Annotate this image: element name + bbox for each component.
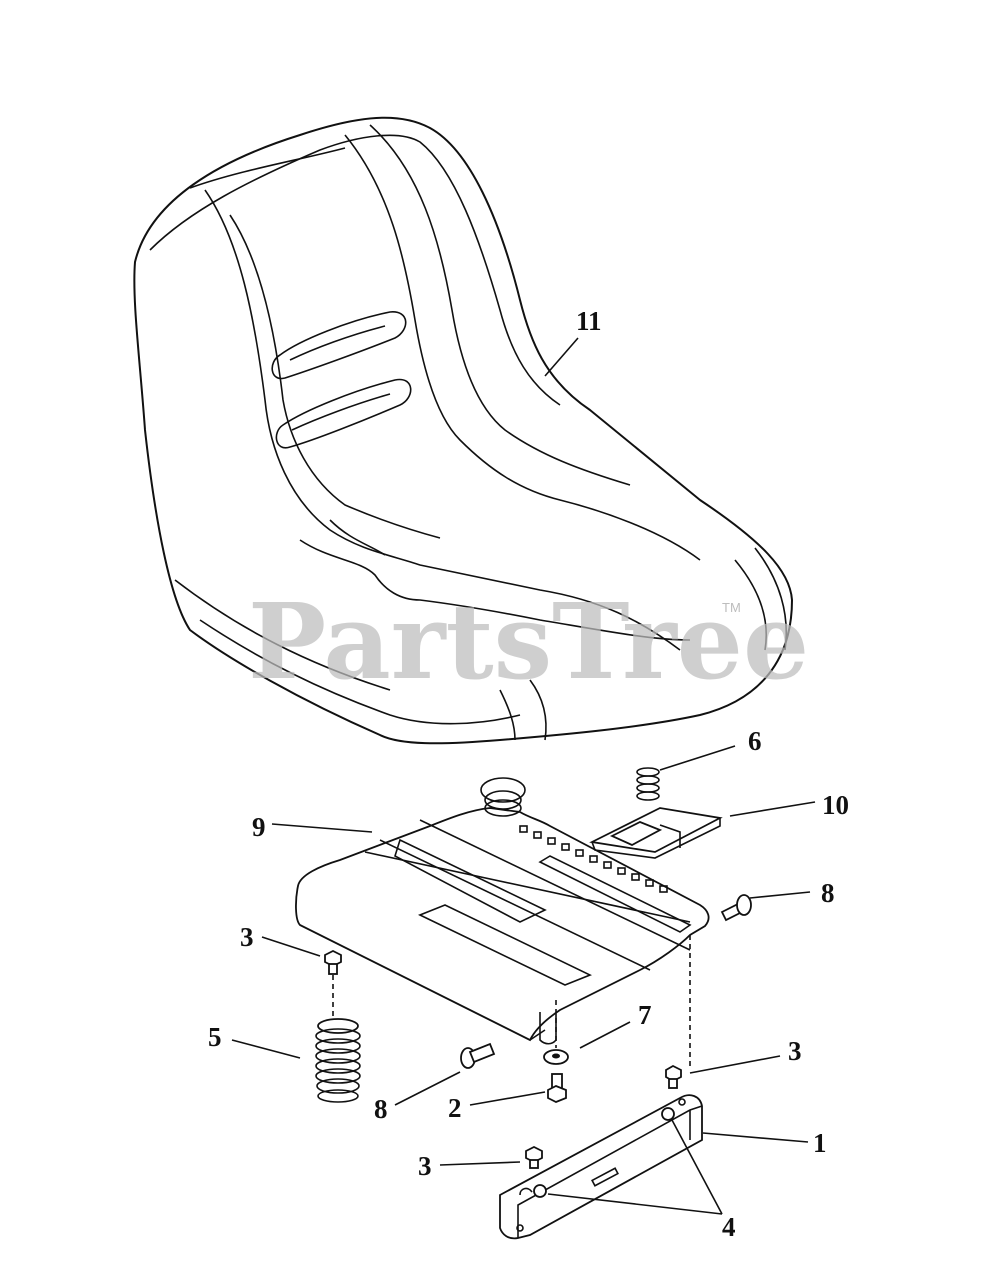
- assembly-center-lines: [332, 935, 691, 1066]
- shoulder-bolt-left[interactable]: [460, 1042, 496, 1069]
- callout-10: 10: [822, 790, 849, 820]
- callout-2: 2: [448, 1093, 462, 1123]
- latch-plate[interactable]: [589, 807, 723, 859]
- mounting-bracket[interactable]: [499, 1094, 703, 1240]
- seat[interactable]: [133, 116, 794, 745]
- callout-8-right: 8: [821, 878, 835, 908]
- callout-1: 1: [813, 1128, 827, 1158]
- callout-11: 11: [576, 306, 602, 336]
- washer[interactable]: [543, 1049, 569, 1065]
- hex-bolt-upper[interactable]: [324, 949, 342, 975]
- callout-4: 4: [722, 1212, 736, 1242]
- shoulder-bolt-right[interactable]: [720, 894, 752, 922]
- callout-7: 7: [638, 1000, 652, 1030]
- callout-8-left: 8: [374, 1094, 388, 1124]
- watermark: PartsTree TM: [248, 580, 809, 703]
- seat-pan[interactable]: [295, 777, 710, 1045]
- callout-6: 6: [748, 726, 762, 756]
- leader-lines: [231, 337, 816, 1215]
- hex-bolt-lower[interactable]: [525, 1145, 543, 1169]
- bolt-2[interactable]: [547, 1073, 567, 1103]
- adjustment-slots: [519, 825, 668, 893]
- callout-3-lower: 3: [418, 1151, 432, 1181]
- callout-3-right: 3: [788, 1036, 802, 1066]
- callout-9: 9: [252, 812, 266, 842]
- callout-5: 5: [208, 1022, 222, 1052]
- watermark-text: PartsTree: [248, 580, 809, 703]
- seat-spring[interactable]: [315, 1018, 361, 1103]
- hex-bolt-right[interactable]: [665, 1064, 682, 1089]
- callout-3-upper: 3: [240, 922, 254, 952]
- callout-labels: 11 6 9 10 8 3 5 7 3 8 2 1 3 4: [208, 306, 849, 1242]
- small-spring[interactable]: [636, 767, 660, 801]
- watermark-trademark: TM: [722, 600, 741, 615]
